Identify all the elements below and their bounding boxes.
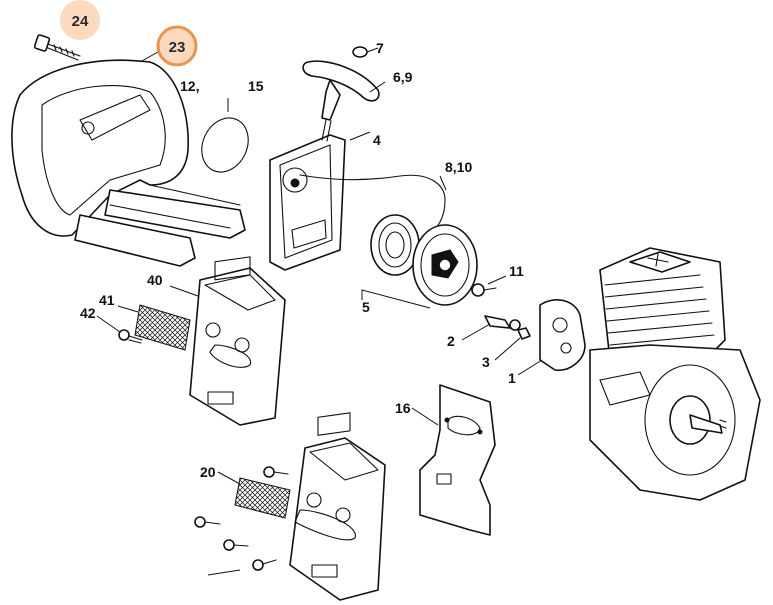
- starter-rope-part-8: [299, 174, 446, 233]
- nut-part-3: [494, 327, 531, 361]
- spark-screen-part-41: [134, 304, 191, 351]
- label-part-5: 5: [362, 299, 370, 315]
- label-part-1: 1: [508, 370, 516, 386]
- muffler-bottom: [289, 412, 386, 601]
- label-part-12: 12,: [180, 78, 199, 94]
- label-part-11: 11: [509, 263, 524, 279]
- label-part-8-10: 8,10: [445, 159, 472, 175]
- screw-part-11: [471, 275, 507, 297]
- callout-23-circle: [156, 25, 198, 67]
- label-part-2: 2: [447, 333, 455, 349]
- starter-handle-part-6: [302, 60, 380, 142]
- callout-23[interactable]: 23: [156, 25, 198, 67]
- screw-part-24: [33, 34, 81, 61]
- label-part-4: 4: [373, 132, 381, 148]
- label-part-16: 16: [395, 400, 411, 416]
- label-part-41: 41: [99, 292, 115, 308]
- ignition-module-part-1: [517, 299, 586, 376]
- label-part-40: 40: [147, 272, 163, 288]
- engine-cylinder: [589, 247, 761, 501]
- label-part-7: 7: [376, 40, 384, 56]
- callout-24-circle: [60, 0, 100, 40]
- spark-plug-connector-part-2: [461, 315, 521, 341]
- label-part-15: 15: [248, 78, 264, 94]
- callout-23-number: 23: [169, 39, 186, 56]
- label-part-20: 20: [200, 464, 216, 480]
- rewind-spring-part-5: [370, 214, 420, 276]
- label-part-42: 42: [80, 305, 96, 321]
- starter-housing-part-4: [269, 134, 346, 271]
- callout-24-number: 24: [72, 13, 89, 30]
- o-ring-part-15: [201, 98, 249, 173]
- callout-24[interactable]: 24: [60, 0, 100, 40]
- spark-screen-part-20: [217, 471, 291, 519]
- shroud-part-23: [11, 59, 246, 267]
- label-part-6-9: 6,9: [393, 69, 413, 85]
- screw-set-bottom: [194, 466, 289, 576]
- screw-part-42: [96, 315, 143, 344]
- muffler-part-40: [189, 256, 286, 426]
- label-part-3: 3: [482, 354, 490, 370]
- rope-rotor-part-5: [412, 224, 478, 306]
- grommet-part-7: [352, 46, 379, 58]
- gasket-part-16: [411, 384, 496, 536]
